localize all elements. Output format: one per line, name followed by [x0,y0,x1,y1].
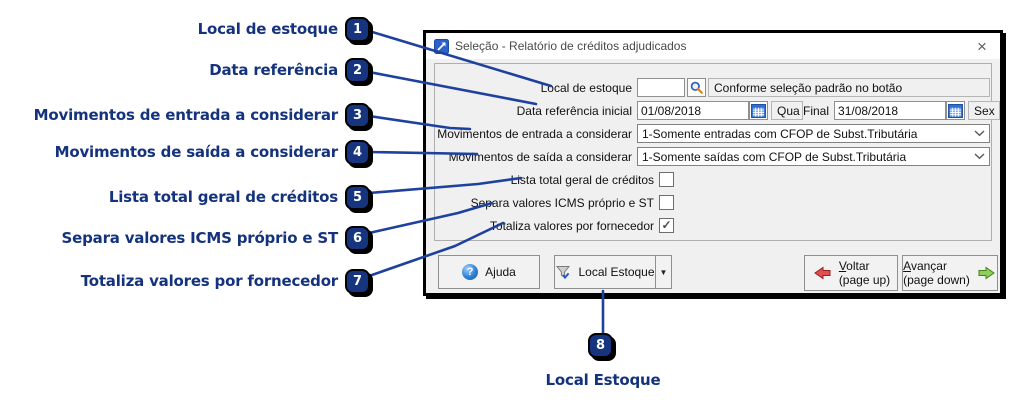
data-inicial-input[interactable] [637,101,749,120]
data-final-weekday: Sex [968,101,1001,120]
calendar-icon [751,103,766,118]
avancar-button[interactable]: Avançar (page down) [902,255,998,291]
help-icon: ? [462,264,479,280]
calendar-icon [948,103,963,118]
annotation-row-totaliza-valores: Totaliza valores por fornecedor 7 [0,265,370,297]
annotation-badge-4: 4 [345,139,370,165]
row-totaliza-valores: Totaliza valores por fornecedor ✓ [426,218,1000,233]
filter-funnel-icon [556,266,571,280]
selection-dialog: Seleção - Relatório de créditos adjudica… [423,30,1003,296]
local-estoque-button-label: Local Estoque [578,265,655,279]
data-final-label: Final [803,103,830,118]
data-inicial-calendar-button[interactable] [749,101,768,120]
local-de-estoque-label: Local de estoque [540,80,632,95]
separa-valores-checkbox[interactable] [659,195,674,210]
annotation-row-mov-entrada: Movimentos de entrada a considerar 3 [0,99,370,131]
local-de-estoque-search-button[interactable] [687,78,706,97]
data-inicial-weekday: Qua [771,101,803,120]
app-icon [434,38,449,54]
local-estoque-button[interactable]: Local Estoque [554,255,656,289]
caret-down-icon: ▼ [659,267,668,277]
annotation-row-local-de-estoque: Local de estoque 1 [0,13,370,45]
annotation-label: Lista total geral de créditos [108,188,338,206]
annotation-row-data-referencia: Data referência 2 [0,54,370,86]
lista-total-checkbox[interactable] [659,172,674,187]
row-mov-entrada: Movimentos de entrada a considerar 1-Som… [426,124,1000,143]
local-estoque-dropdown-arrow[interactable]: ▼ [655,255,672,289]
mov-entrada-label: Movimentos de entrada a considerar [437,126,632,141]
annotation-label: Movimentos de saída a considerar [54,143,339,161]
annotation-row-mov-saida: Movimentos de saída a considerar 4 [0,136,370,168]
voltar-button-label: Voltar (page up) [838,259,891,287]
annotation-row-separa-valores: Separa valores ICMS próprio e ST 6 [0,222,370,254]
separa-valores-label: Separa valores ICMS próprio e ST [470,195,654,210]
mov-saida-label: Movimentos de saída a considerar [448,149,632,164]
chevron-down-icon [974,130,985,137]
row-separa-valores: Separa valores ICMS próprio e ST [426,195,1000,210]
lista-total-label: Lista total geral de créditos [510,172,654,187]
annotation-label: Totaliza valores por fornecedor [80,272,339,290]
ajuda-button-label: Ajuda [485,265,516,279]
annotation-badge-5: 5 [345,184,370,210]
dialog-title: Seleção - Relatório de créditos adjudica… [455,39,687,53]
avancar-button-label: Avançar (page down) [903,259,970,287]
annotation-label: Local de estoque [197,20,339,38]
row-lista-total: Lista total geral de créditos [426,172,1000,187]
annotation-badge-3: 3 [345,102,370,128]
annotation-label: Movimentos de entrada a considerar [33,106,339,124]
close-icon[interactable]: × [977,36,987,56]
annotation-row-local-estoque-button: Local Estoque [536,371,670,390]
annotation-badge-6: 6 [345,225,370,251]
data-final-input[interactable] [834,101,947,120]
arrow-right-icon [978,266,995,280]
local-de-estoque-note: Conforme seleção padrão no botão [708,78,990,97]
annotation-label: Separa valores ICMS próprio e ST [61,229,339,247]
mov-saida-selected-value: 1-Somente saídas com CFOP de Subst.Tribu… [642,149,907,164]
data-final-calendar-button[interactable] [946,101,966,120]
row-local-de-estoque: Local de estoque Conforme seleção padrão… [426,78,1000,97]
annotation-row-lista-total: Lista total geral de créditos 5 [0,181,370,213]
totaliza-valores-checkbox[interactable]: ✓ [659,218,674,233]
annotation-label: Data referência [209,61,338,79]
arrow-left-icon [813,266,831,280]
dialog-titlebar[interactable]: Seleção - Relatório de créditos adjudica… [426,33,1000,59]
mov-entrada-selected-value: 1-Somente entradas com CFOP de Subst.Tri… [642,126,918,141]
annotation-badge-7: 7 [345,268,370,294]
voltar-button[interactable]: Voltar (page up) [804,255,898,291]
row-mov-saida: Movimentos de saída a considerar 1-Somen… [426,147,1000,166]
annotation-badge-2: 2 [345,57,370,83]
local-de-estoque-input[interactable] [637,78,685,97]
mov-entrada-dropdown[interactable]: 1-Somente entradas com CFOP de Subst.Tri… [637,124,990,143]
annotation-badge-1: 1 [345,16,370,42]
search-icon [690,81,703,94]
data-referencia-label: Data referência inicial [516,103,632,118]
chevron-down-icon [974,153,985,160]
ajuda-button[interactable]: ? Ajuda [438,255,540,289]
annotation-badge-8: 8 [588,333,613,358]
totaliza-valores-label: Totaliza valores por fornecedor [489,218,654,233]
mov-saida-dropdown[interactable]: 1-Somente saídas com CFOP de Subst.Tribu… [637,147,990,166]
row-data-referencia: Data referência inicial Qua Final [426,101,1001,120]
annotation-label: Local Estoque [545,371,661,389]
